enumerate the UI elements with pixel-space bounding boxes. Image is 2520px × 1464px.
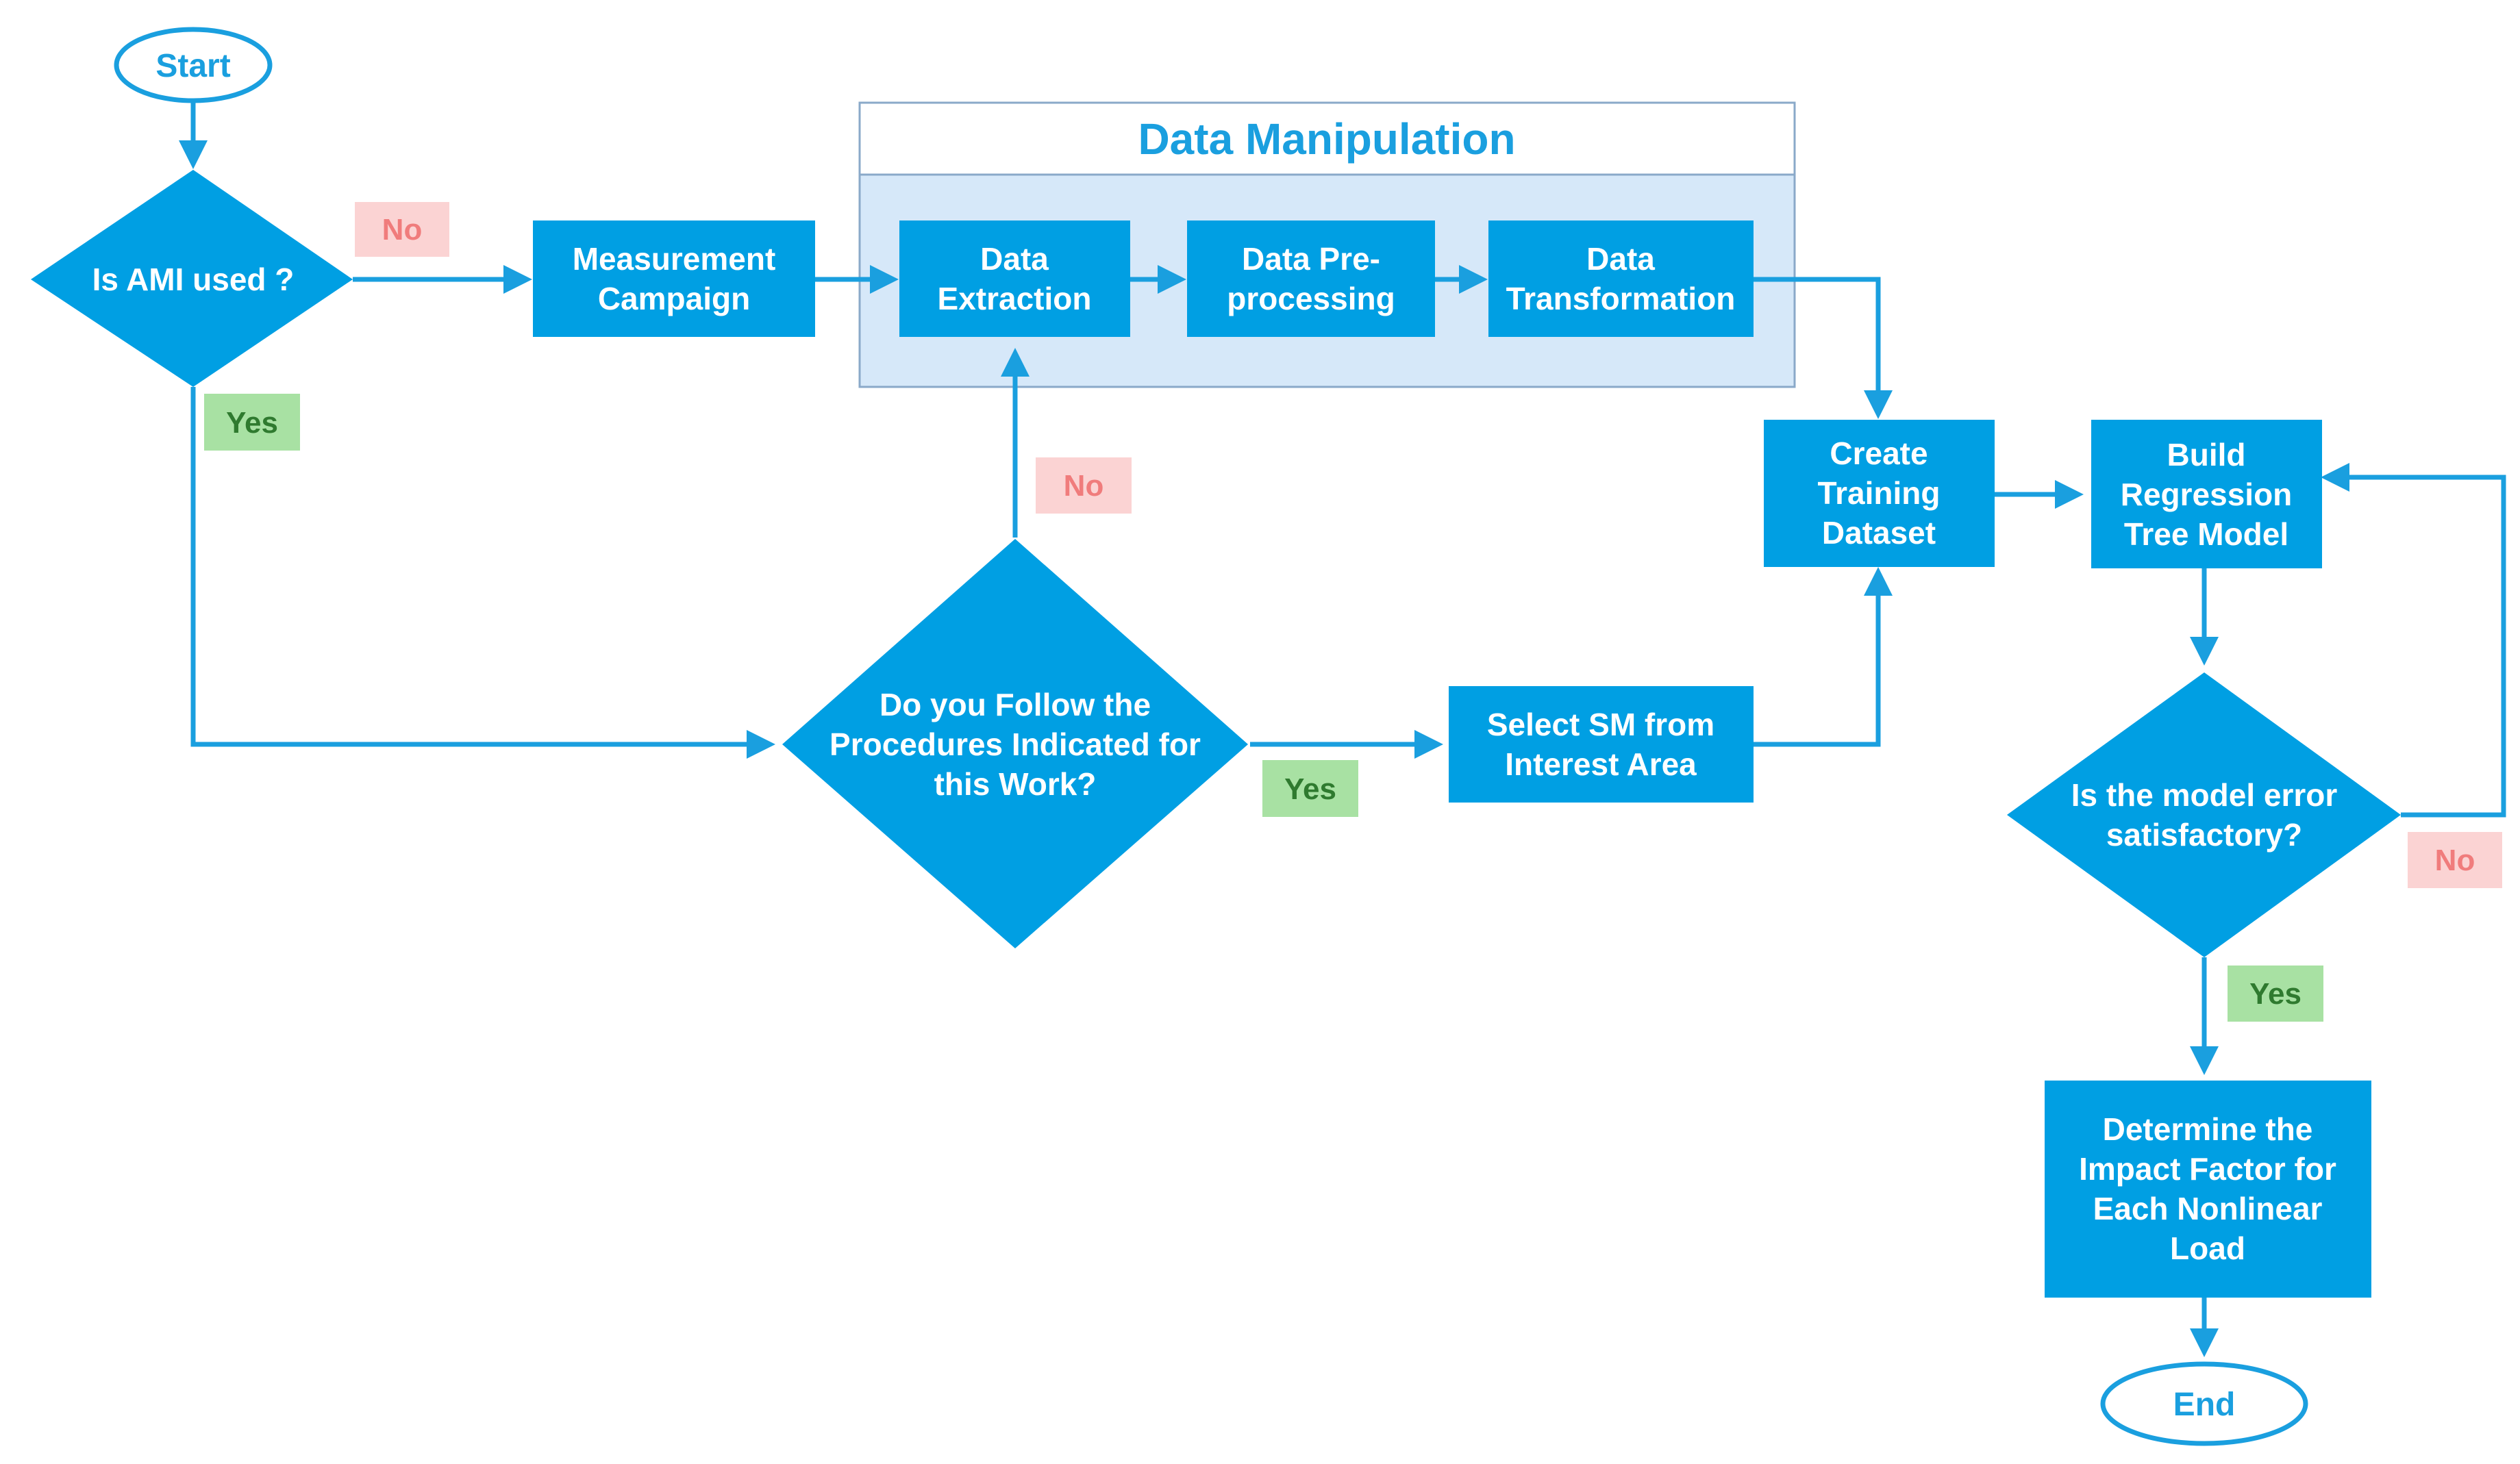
data-preprocessing-text: Data Pre-processing [1227,241,1395,316]
start-label: Start [155,48,230,84]
ami-decision: Is AMI used ? [31,170,353,387]
node-text-line: Measurement [573,241,776,277]
node-text-line: Is the model error [2071,777,2338,813]
ami-no-label: No [355,202,449,257]
node-text-line: Dataset [1822,515,1936,551]
error-decision: Is the model error satisfactory? [2007,672,2401,957]
edge-transformation-to-training [1754,277,1893,419]
data-preprocessing-box: Data Pre-processing [1187,220,1435,337]
ami-yes-text: Yes [226,406,278,440]
node-text-line: Data [980,241,1049,277]
ami-decision-text: Is AMI used ? [92,262,295,297]
procedures-no-label: No [1036,457,1132,514]
node-text-line: Impact Factor for [2079,1151,2336,1187]
node-text-line: Training [1818,475,1941,511]
error-no-label: No [2408,832,2502,888]
ami-yes-label: Yes [204,394,300,451]
edge-select-to-training [1754,567,1893,747]
error-no-text: No [2435,844,2475,877]
node-text-line: Build [2167,437,2246,472]
ami-no-text: No [382,213,423,247]
node-text-line: Data [1586,241,1655,277]
edges [179,103,2506,1357]
node-text-line: Extraction [938,281,1092,316]
group-title: Data Manipulation [1138,114,1515,164]
node-text-line: Create [1830,436,1928,471]
node-text-line: Load [2170,1230,2245,1266]
edge-error-no [2321,463,2506,818]
node-text-line: Each Nonlinear [2093,1191,2323,1226]
node-text-line: satisfactory? [2106,817,2302,853]
procedures-no-text: No [1064,469,1104,503]
node-text-line: processing [1227,281,1395,316]
end-terminal: End [2100,1361,2308,1446]
error-yes-text: Yes [2249,977,2301,1011]
group-title-box [858,101,1796,176]
node-text-line: Tree Model [2124,516,2288,552]
node-text-line: Determine the [2103,1111,2313,1147]
node-text-line: Is AMI used ? [92,262,295,297]
procedures-yes-text: Yes [1284,772,1336,806]
node-text-line: Do you Follow the [879,687,1151,722]
node-text-line: Data Pre- [1242,241,1380,277]
error-yes-label: Yes [2228,966,2323,1022]
node-text-line: Interest Area [1505,746,1697,782]
end-label: End [2173,1387,2236,1423]
error-decision-text: Is the model error satisfactory? [2071,777,2338,853]
node-text-line: this Work? [934,766,1097,802]
edge-ami-yes [190,387,775,759]
node-text-line: Campaign [598,281,750,316]
node-text-line: Regression [2121,477,2293,512]
procedures-yes-label: Yes [1262,760,1358,817]
start-terminal: Start [114,27,273,103]
node-text-line: Procedures Indicated for [829,727,1201,762]
node-text-line: Transformation [1506,281,1736,316]
node-text-line: Select SM from [1487,707,1714,742]
